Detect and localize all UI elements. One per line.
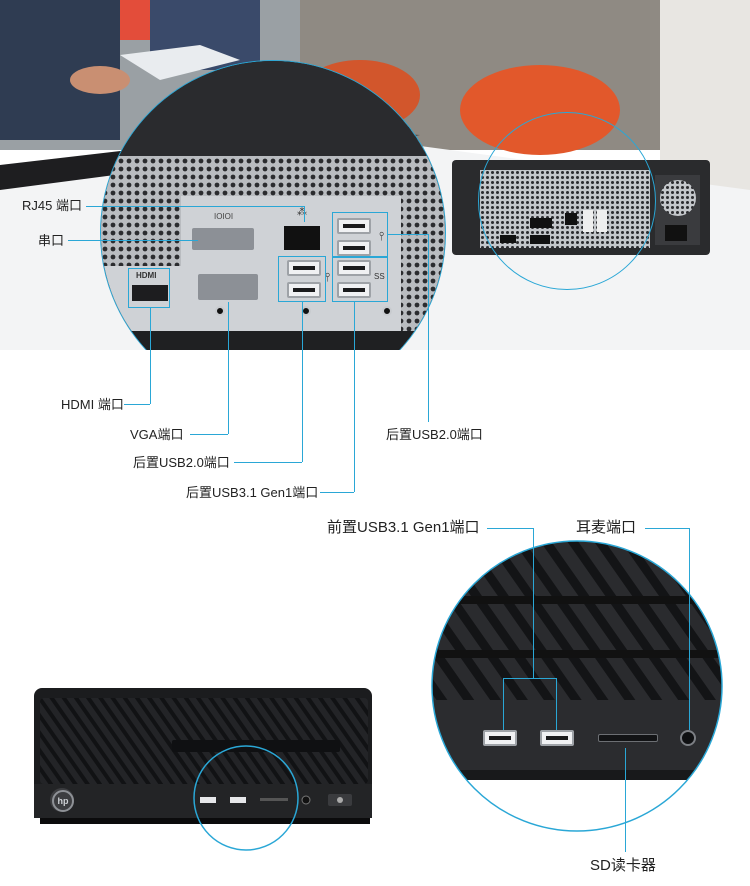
usb-icon-2: ⫯ bbox=[325, 270, 331, 284]
usb-right-top-outline bbox=[332, 212, 388, 258]
rear-usb20-left-label: 后置USB2.0端口 bbox=[133, 455, 230, 470]
serial-leader bbox=[68, 240, 198, 241]
front-usb-port-1 bbox=[483, 730, 517, 746]
rear-usb-port-2 bbox=[287, 282, 321, 298]
headset-leader-h bbox=[645, 528, 689, 529]
vga-leader-h bbox=[190, 434, 228, 435]
hdmi-leader-h bbox=[124, 404, 150, 405]
serial-port bbox=[190, 226, 256, 252]
rear-usb20-right-label: 后置USB2.0端口 bbox=[386, 427, 483, 442]
front-usb31-leader-v bbox=[533, 528, 534, 678]
hp-logo-icon: hp bbox=[52, 790, 74, 812]
rear-scene: IOIOI HDMI ⁂ ⫯ ⫯ SS bbox=[0, 0, 750, 350]
vga-leader-v bbox=[228, 302, 229, 434]
hdmi-mark: HDMI bbox=[136, 271, 157, 280]
rj45-label: RJ45 端口 bbox=[22, 198, 82, 213]
rear-usb20-left-leader-h bbox=[234, 462, 302, 463]
rear-usb20-right-leader-v bbox=[428, 234, 429, 422]
rear-usb31-leader-h bbox=[320, 492, 354, 493]
sd-reader-label: SD读卡器 bbox=[590, 857, 656, 874]
rj45-leader bbox=[86, 206, 304, 207]
rear-usb20-right-leader-h bbox=[388, 234, 428, 235]
rj45-port bbox=[282, 224, 322, 252]
front-usb31-leader-r bbox=[556, 678, 557, 730]
rear-usb-port-5 bbox=[337, 260, 371, 276]
hdmi-label: HDMI 端口 bbox=[61, 397, 124, 412]
sd-card-slot bbox=[598, 734, 658, 742]
rear-usb31-leader-v bbox=[354, 302, 355, 492]
usb-left-outline bbox=[278, 256, 326, 302]
rear-usb20-left-leader-v bbox=[302, 302, 303, 462]
rear-usb-port-6 bbox=[337, 282, 371, 298]
network-icon: ⁂ bbox=[297, 207, 307, 218]
screw-1 bbox=[215, 306, 225, 316]
hdmi-leader-v bbox=[150, 308, 151, 404]
rear-usb31-label: 后置USB3.1 Gen1端口 bbox=[186, 485, 319, 500]
rear-detail-marker bbox=[478, 112, 656, 290]
rear-usb-port-1 bbox=[287, 260, 321, 276]
usb-icon: ⫯ bbox=[379, 229, 385, 243]
sd-reader-leader-v bbox=[625, 748, 626, 852]
rear-usb-port-4 bbox=[337, 240, 371, 256]
front-usb31-leader-fork bbox=[503, 678, 556, 679]
serial-mark: IOIOI bbox=[214, 212, 234, 221]
hdmi-outline bbox=[128, 268, 170, 308]
vga-label: VGA端口 bbox=[130, 427, 184, 442]
ss-mark: SS bbox=[374, 272, 385, 281]
vga-port bbox=[196, 272, 260, 302]
front-usb-port-2 bbox=[540, 730, 574, 746]
front-usb31-label: 前置USB3.1 Gen1端口 bbox=[327, 519, 480, 536]
headset-leader-v bbox=[689, 528, 690, 730]
usb-right-bottom-outline bbox=[332, 256, 388, 302]
rear-usb-port-3 bbox=[337, 218, 371, 234]
front-usb31-leader-h bbox=[487, 528, 533, 529]
screw-3 bbox=[382, 306, 392, 316]
front-usb31-leader-l bbox=[503, 678, 504, 730]
headset-jack bbox=[680, 730, 696, 746]
headset-label: 耳麦端口 bbox=[576, 519, 637, 536]
serial-label: 串口 bbox=[38, 233, 65, 248]
rj45-leader-v bbox=[304, 206, 305, 222]
